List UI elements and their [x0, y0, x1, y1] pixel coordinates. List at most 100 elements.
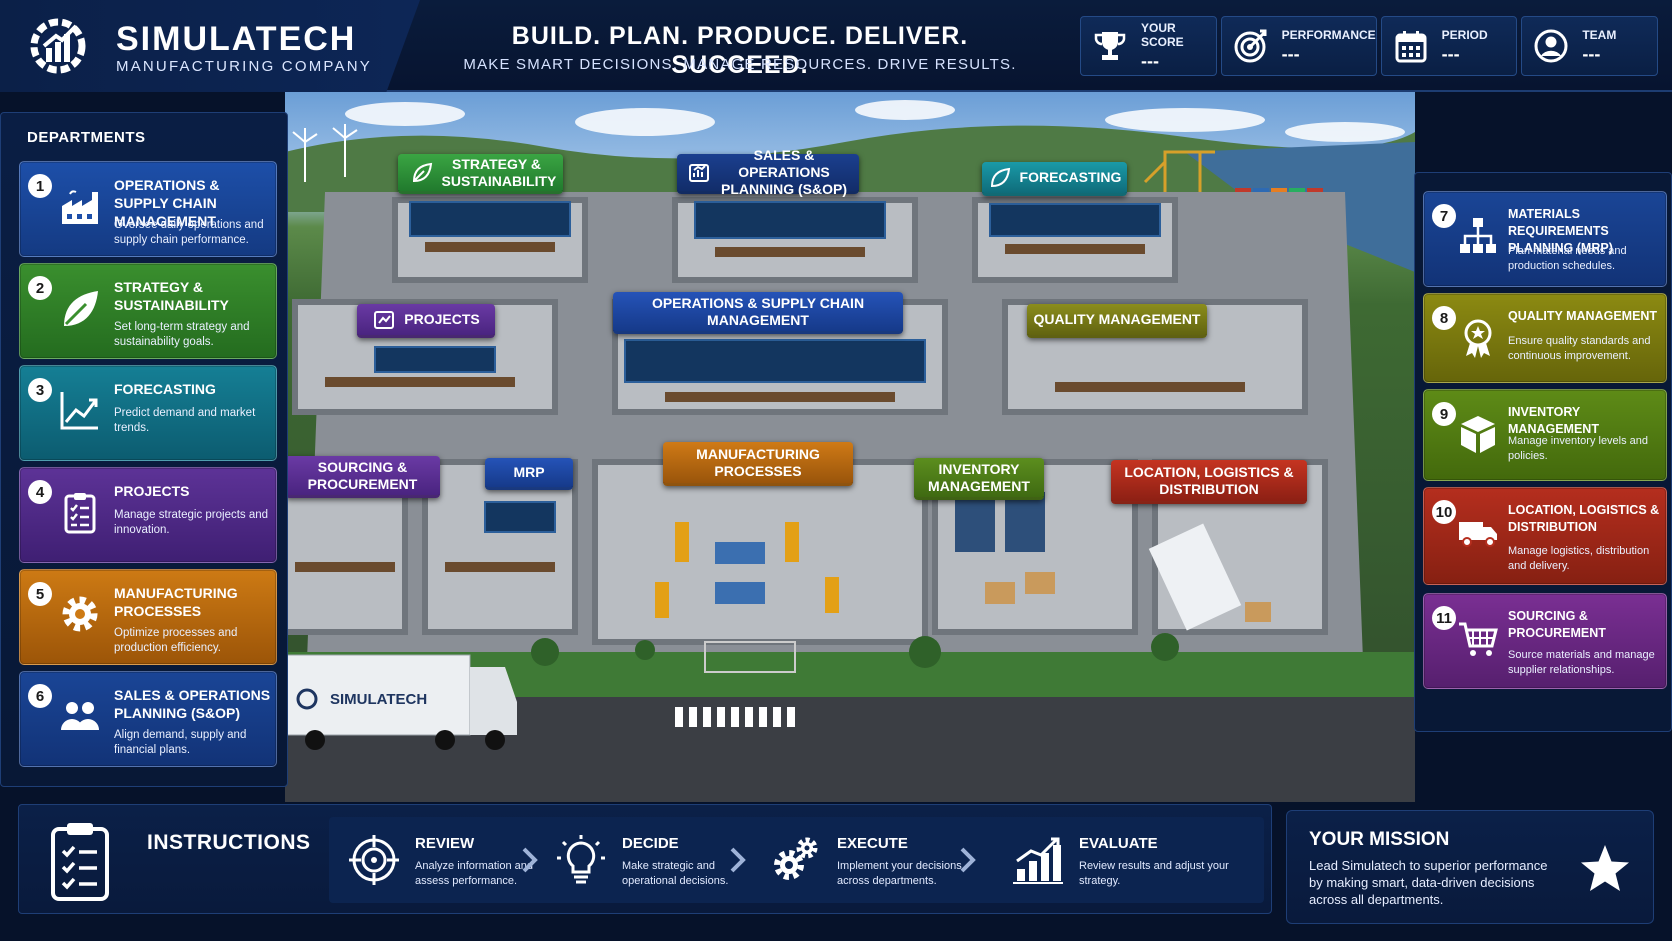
stat-score[interactable]: YOUR SCORE ---	[1080, 16, 1217, 76]
label-projects[interactable]: PROJECTS	[357, 304, 495, 338]
clipboard-checklist-icon	[51, 823, 109, 901]
dept-desc: Manage strategic projects and innovation…	[114, 509, 269, 536]
calendar-icon	[1395, 31, 1427, 63]
dept-desc: Predict demand and market trends.	[114, 407, 256, 434]
label-text: FORECASTING	[1019, 169, 1122, 185]
dept-desc: Manage logistics, distribution and deliv…	[1508, 545, 1650, 572]
mission-panel: YOUR MISSION Lead Simulatech to superior…	[1286, 810, 1654, 924]
dept-number: 7	[1432, 204, 1456, 228]
logo-area: SIMULATECH MANUFACTURING COMPANY	[0, 0, 420, 92]
instructions-title: INSTRUCTIONS	[147, 831, 311, 854]
truck-icon	[1459, 522, 1497, 547]
label-mrp[interactable]: MRP	[485, 458, 573, 490]
label-inventory[interactable]: INVENTORY MANAGEMENT	[914, 458, 1044, 500]
dept-card-operations[interactable]: 1 OPERATIONS & SUPPLY CHAIN MANAGEMENT O…	[19, 161, 277, 257]
dept-card-mrp[interactable]: 7 MATERIALS REQUIREMENTS PLANNING (MRP) …	[1423, 191, 1667, 287]
dept-title: INVENTORY MANAGEMENT	[1508, 405, 1599, 436]
stat-label: PERFORMANCE	[1281, 27, 1376, 42]
step-desc: Review results and adjust your strategy.	[1079, 860, 1229, 887]
dept-number: 10	[1432, 500, 1456, 524]
dept-desc: Optimize processes and production effici…	[114, 627, 238, 654]
dept-desc: Source materials and manage supplier rel…	[1508, 649, 1655, 676]
step-review[interactable]: REVIEW Analyze information and assess pe…	[347, 817, 547, 903]
dept-number: 8	[1432, 306, 1456, 330]
dept-card-manufacturing[interactable]: 5 MANUFACTURING PROCESSES Optimize proce…	[19, 569, 277, 665]
dept-card-logistics[interactable]: 10 LOCATION, LOGISTICS & DISTRIBUTION Ma…	[1423, 487, 1667, 585]
label-sourcing[interactable]: SOURCING & PROCUREMENT	[285, 456, 440, 498]
dept-desc: Plan material needs and production sched…	[1508, 245, 1627, 272]
label-text: SALES & OPERATIONS PLANNING (S&OP)	[721, 147, 847, 197]
company-subtitle: MANUFACTURING COMPANY	[116, 58, 372, 75]
dept-card-inventory[interactable]: 9 INVENTORY MANAGEMENT Manage inventory …	[1423, 389, 1667, 481]
chart-board-icon	[689, 163, 709, 182]
crosshair-icon	[349, 835, 399, 885]
stat-value: ---	[1281, 43, 1300, 64]
stat-period[interactable]: PERIOD ---	[1380, 16, 1518, 76]
label-text: MANUFACTURING PROCESSES	[696, 445, 820, 479]
label-text: SOURCING & PROCUREMENT	[307, 458, 418, 492]
step-title: EVALUATE	[1079, 835, 1158, 852]
dept-title: QUALITY MANAGEMENT	[1508, 309, 1658, 323]
dept-number: 4	[28, 480, 52, 504]
gear-icon	[62, 596, 98, 632]
dept-number: 9	[1432, 402, 1456, 426]
stat-label: TEAM	[1582, 27, 1617, 42]
dept-title: PROJECTS	[114, 483, 190, 499]
mission-text: Lead Simulatech to superior performance …	[1309, 858, 1548, 907]
dept-number: 5	[28, 582, 52, 606]
stat-team[interactable]: TEAM ---	[1521, 16, 1658, 76]
stat-performance[interactable]: PERFORMANCE ---	[1220, 16, 1377, 76]
trend-chart-icon	[60, 392, 98, 430]
label-text: INVENTORY MANAGEMENT	[928, 460, 1030, 494]
stat-label: PERIOD	[1441, 27, 1488, 42]
factory-icon	[62, 190, 98, 224]
top-bar: SIMULATECH MANUFACTURING COMPANY BUILD. …	[0, 0, 1672, 92]
dept-desc: Ensure quality standards and continuous …	[1508, 335, 1651, 362]
dept-number: 11	[1432, 606, 1456, 630]
label-logistics[interactable]: LOCATION, LOGISTICS & DISTRIBUTION	[1111, 460, 1307, 504]
dept-title: STRATEGY & SUSTAINABILITY	[114, 279, 229, 313]
dept-title: MATERIALS REQUIREMENTS PLANNING (MRP)	[1508, 207, 1613, 255]
label-sop[interactable]: SALES & OPERATIONS PLANNING (S&OP)	[677, 147, 859, 197]
departments-panel-right: 7 MATERIALS REQUIREMENTS PLANNING (MRP) …	[1414, 172, 1672, 732]
people-icon	[61, 702, 99, 730]
award-icon	[1464, 319, 1492, 358]
label-quality[interactable]: QUALITY MANAGEMENT	[1027, 304, 1207, 338]
step-desc: Implement your decisions across departme…	[837, 860, 962, 887]
bar-chart-icon	[1013, 837, 1063, 884]
dept-desc: Set long-term strategy and sustainabilit…	[114, 321, 250, 348]
dept-card-sourcing[interactable]: 11 SOURCING & PROCUREMENT Source materia…	[1423, 593, 1667, 689]
instructions-panel: INSTRUCTIONS REVIEW Analyze information …	[18, 804, 1272, 914]
label-text: OPERATIONS & SUPPLY CHAIN MANAGEMENT	[651, 294, 865, 328]
label-strategy[interactable]: STRATEGY & SUSTAINABILITY	[398, 154, 563, 194]
leaf-icon	[412, 162, 432, 182]
trophy-icon	[1094, 32, 1126, 60]
dept-card-sop[interactable]: 6 SALES & OPERATIONS PLANNING (S&OP) Ali…	[19, 671, 277, 767]
chevron-right-icon	[522, 847, 538, 873]
step-evaluate[interactable]: EVALUATE Review results and adjust your …	[1011, 817, 1251, 903]
step-decide[interactable]: DECIDE Make strategic and operational de…	[554, 817, 754, 903]
dept-card-quality[interactable]: 8 QUALITY MANAGEMENT Ensure quality stan…	[1423, 293, 1667, 383]
dept-card-forecasting[interactable]: 3 FORECASTING Predict demand and market …	[19, 365, 277, 461]
label-ops[interactable]: OPERATIONS & SUPPLY CHAIN MANAGEMENT	[613, 292, 903, 334]
dept-number: 6	[28, 684, 52, 708]
stats-bar: YOUR SCORE --- PERFORMANCE --- PERIOD	[1080, 16, 1658, 76]
chevron-right-icon	[730, 847, 746, 873]
step-execute[interactable]: EXECUTE Implement your decisions across …	[769, 817, 979, 903]
tagline: BUILD. PLAN. PRODUCE. DELIVER. SUCCEED.	[511, 22, 969, 79]
dept-number: 2	[28, 276, 52, 300]
gear-chart-logo-icon	[30, 18, 86, 74]
star-icon	[1581, 845, 1629, 891]
dept-card-projects[interactable]: 4 PROJECTS Manage strategic projects and…	[19, 467, 277, 563]
board-icon	[374, 310, 395, 329]
label-forecasting[interactable]: FORECASTING	[982, 162, 1127, 196]
tagline-sub: MAKE SMART DECISIONS. MANAGE RESOURCES. …	[463, 56, 1017, 73]
label-text: STRATEGY & SUSTAINABILITY	[441, 155, 557, 189]
dept-title: SOURCING & PROCUREMENT	[1508, 609, 1606, 640]
box-icon	[1461, 416, 1495, 453]
dept-card-strategy[interactable]: 2 STRATEGY & SUSTAINABILITY Set long-ter…	[19, 263, 277, 359]
step-title: EXECUTE	[837, 835, 908, 852]
label-manufacturing[interactable]: MANUFACTURING PROCESSES	[663, 442, 853, 486]
leaf-icon	[990, 167, 1010, 187]
label-text: MRP	[513, 464, 545, 480]
